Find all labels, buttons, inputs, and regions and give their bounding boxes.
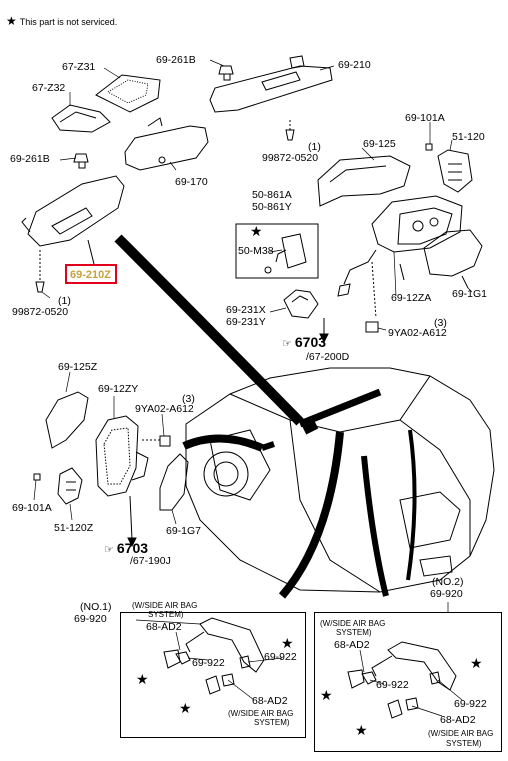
box1-no: (NO.1) (80, 601, 112, 613)
box2-69-922-b[interactable]: 69-922 (454, 698, 487, 710)
box2-68-ad2-a[interactable]: 68-AD2 (334, 639, 370, 651)
svg-text:★: ★ (281, 635, 294, 651)
mirror-cover-part (317, 155, 411, 207)
pointing-hand-icon: ☞ (104, 544, 114, 556)
box2-airbag-a: (W/SIDE AIR BAG (320, 619, 386, 628)
label-50-861y[interactable]: 50-861Y (252, 201, 292, 213)
legend-text: This part is not serviced. (19, 17, 118, 27)
label-67-z31[interactable]: 67-Z31 (62, 61, 96, 73)
box1-airbag-b: SYSTEM) (148, 610, 184, 619)
label-50-861a[interactable]: 50-861A (252, 189, 292, 201)
ref-sub-top: /67-200D (306, 351, 350, 363)
box1-airbag2-a: (W/SIDE AIR BAG (228, 709, 294, 718)
label-69-261b-top[interactable]: 69-261B (156, 54, 196, 66)
label-69-170[interactable]: 69-170 (175, 176, 208, 188)
label-9ya02-top[interactable]: 9YA02-A612 (388, 327, 447, 339)
svg-text:★: ★ (355, 722, 368, 738)
pointing-hand-icon: ☞ (282, 338, 292, 350)
label-9ya02-qty-mid: (3) (182, 393, 195, 405)
label-69-261b-left[interactable]: 69-261B (10, 153, 50, 165)
highlighted-part-label[interactable]: 69-210Z (65, 264, 117, 284)
label-69-125z[interactable]: 69-125Z (58, 361, 98, 373)
turn-signal-part (437, 149, 473, 193)
box2-airbag-b: SYSTEM) (336, 628, 372, 637)
ref-number: 6703 (116, 540, 149, 556)
label-69-231x[interactable]: 69-231X (226, 304, 266, 316)
svg-text:★: ★ (470, 655, 483, 671)
label-69-1g1[interactable]: 69-1G1 (452, 288, 488, 300)
star-icon: ★ (6, 14, 17, 28)
label-69-12zy[interactable]: 69-12ZY (98, 383, 139, 395)
label-69-101a-top[interactable]: 69-101A (405, 112, 445, 124)
sunvisor-right-part (209, 65, 333, 113)
label-9ya02-qty-top: (3) (434, 317, 447, 329)
mirror-glass-left-part (159, 453, 189, 511)
box1-69-922-a[interactable]: 69-922 (192, 657, 225, 669)
label-99872-qty-left: (1) (58, 295, 71, 307)
legend: ★This part is not serviced. (6, 14, 117, 28)
mirror-cover-left-part (45, 391, 89, 449)
label-69-125[interactable]: 69-125 (363, 138, 396, 150)
mirror-glass-part (423, 229, 483, 277)
mirror-housing-part (371, 195, 463, 253)
svg-text:★: ★ (179, 700, 192, 716)
mirror-cable-box (235, 223, 319, 279)
box1-69-922-b[interactable]: 69-922 (264, 651, 297, 663)
box2-airbag2-b: SYSTEM) (446, 739, 482, 748)
box2-no: (NO.2) (432, 576, 464, 588)
ref-number: 6703 (294, 334, 327, 350)
label-50-m38[interactable]: 50-M38 (238, 245, 274, 257)
box1-airbag-a: (W/SIDE AIR BAG (132, 601, 198, 610)
label-69-210[interactable]: 69-210 (338, 59, 371, 71)
box2-69-922-a[interactable]: 69-922 (376, 679, 409, 691)
label-69-12za[interactable]: 69-12ZA (391, 292, 432, 304)
leader-arc (114, 234, 304, 426)
label-51-120z[interactable]: 51-120Z (54, 522, 94, 534)
label-67-z32[interactable]: 67-Z32 (32, 82, 66, 94)
label-51-120[interactable]: 51-120 (452, 131, 485, 143)
label-69-231y[interactable]: 69-231Y (226, 316, 266, 328)
label-99872-top[interactable]: 99872-0520 (262, 152, 319, 164)
ref-sub-mid: /67-190J (130, 555, 171, 567)
svg-text:★: ★ (250, 223, 263, 239)
grip-box-no2 (314, 612, 502, 752)
box2-part[interactable]: 69-920 (430, 588, 463, 600)
box1-68-ad2-b[interactable]: 68-AD2 (252, 695, 288, 707)
grip-box-no1 (120, 612, 306, 738)
ref-6703-mid[interactable]: ☞6703 (104, 540, 148, 556)
svg-text:★: ★ (320, 687, 333, 703)
mirror-housing-left-part (95, 415, 139, 497)
label-9ya02-mid[interactable]: 9YA02-A612 (135, 403, 194, 415)
car-body (185, 367, 495, 593)
box2-68-ad2-b[interactable]: 68-AD2 (440, 714, 476, 726)
sunvisor-cover-part (95, 74, 161, 113)
box1-airbag2-b: SYSTEM) (254, 718, 290, 727)
mirror-trim-part (283, 289, 319, 319)
label-99872-qty-top: (1) (308, 141, 321, 153)
box1-68-ad2-a[interactable]: 68-AD2 (146, 621, 182, 633)
box1-part[interactable]: 69-920 (74, 613, 107, 625)
label-69-101a-left[interactable]: 69-101A (12, 502, 52, 514)
box2-airbag2-a: (W/SIDE AIR BAG (428, 729, 494, 738)
turn-signal-left-part (57, 467, 83, 505)
label-69-1g7[interactable]: 69-1G7 (166, 525, 202, 537)
ref-6703-top[interactable]: ☞6703 (282, 334, 326, 350)
label-99872-left[interactable]: 99872-0520 (12, 306, 69, 318)
rear-view-mirror-part (124, 125, 209, 171)
svg-text:★: ★ (136, 671, 149, 687)
bracket-67z32-part (51, 104, 111, 133)
part-69-210z-label: 69-210Z (70, 269, 111, 281)
sunvisor-left-part (27, 175, 125, 247)
clip-part (218, 65, 234, 81)
